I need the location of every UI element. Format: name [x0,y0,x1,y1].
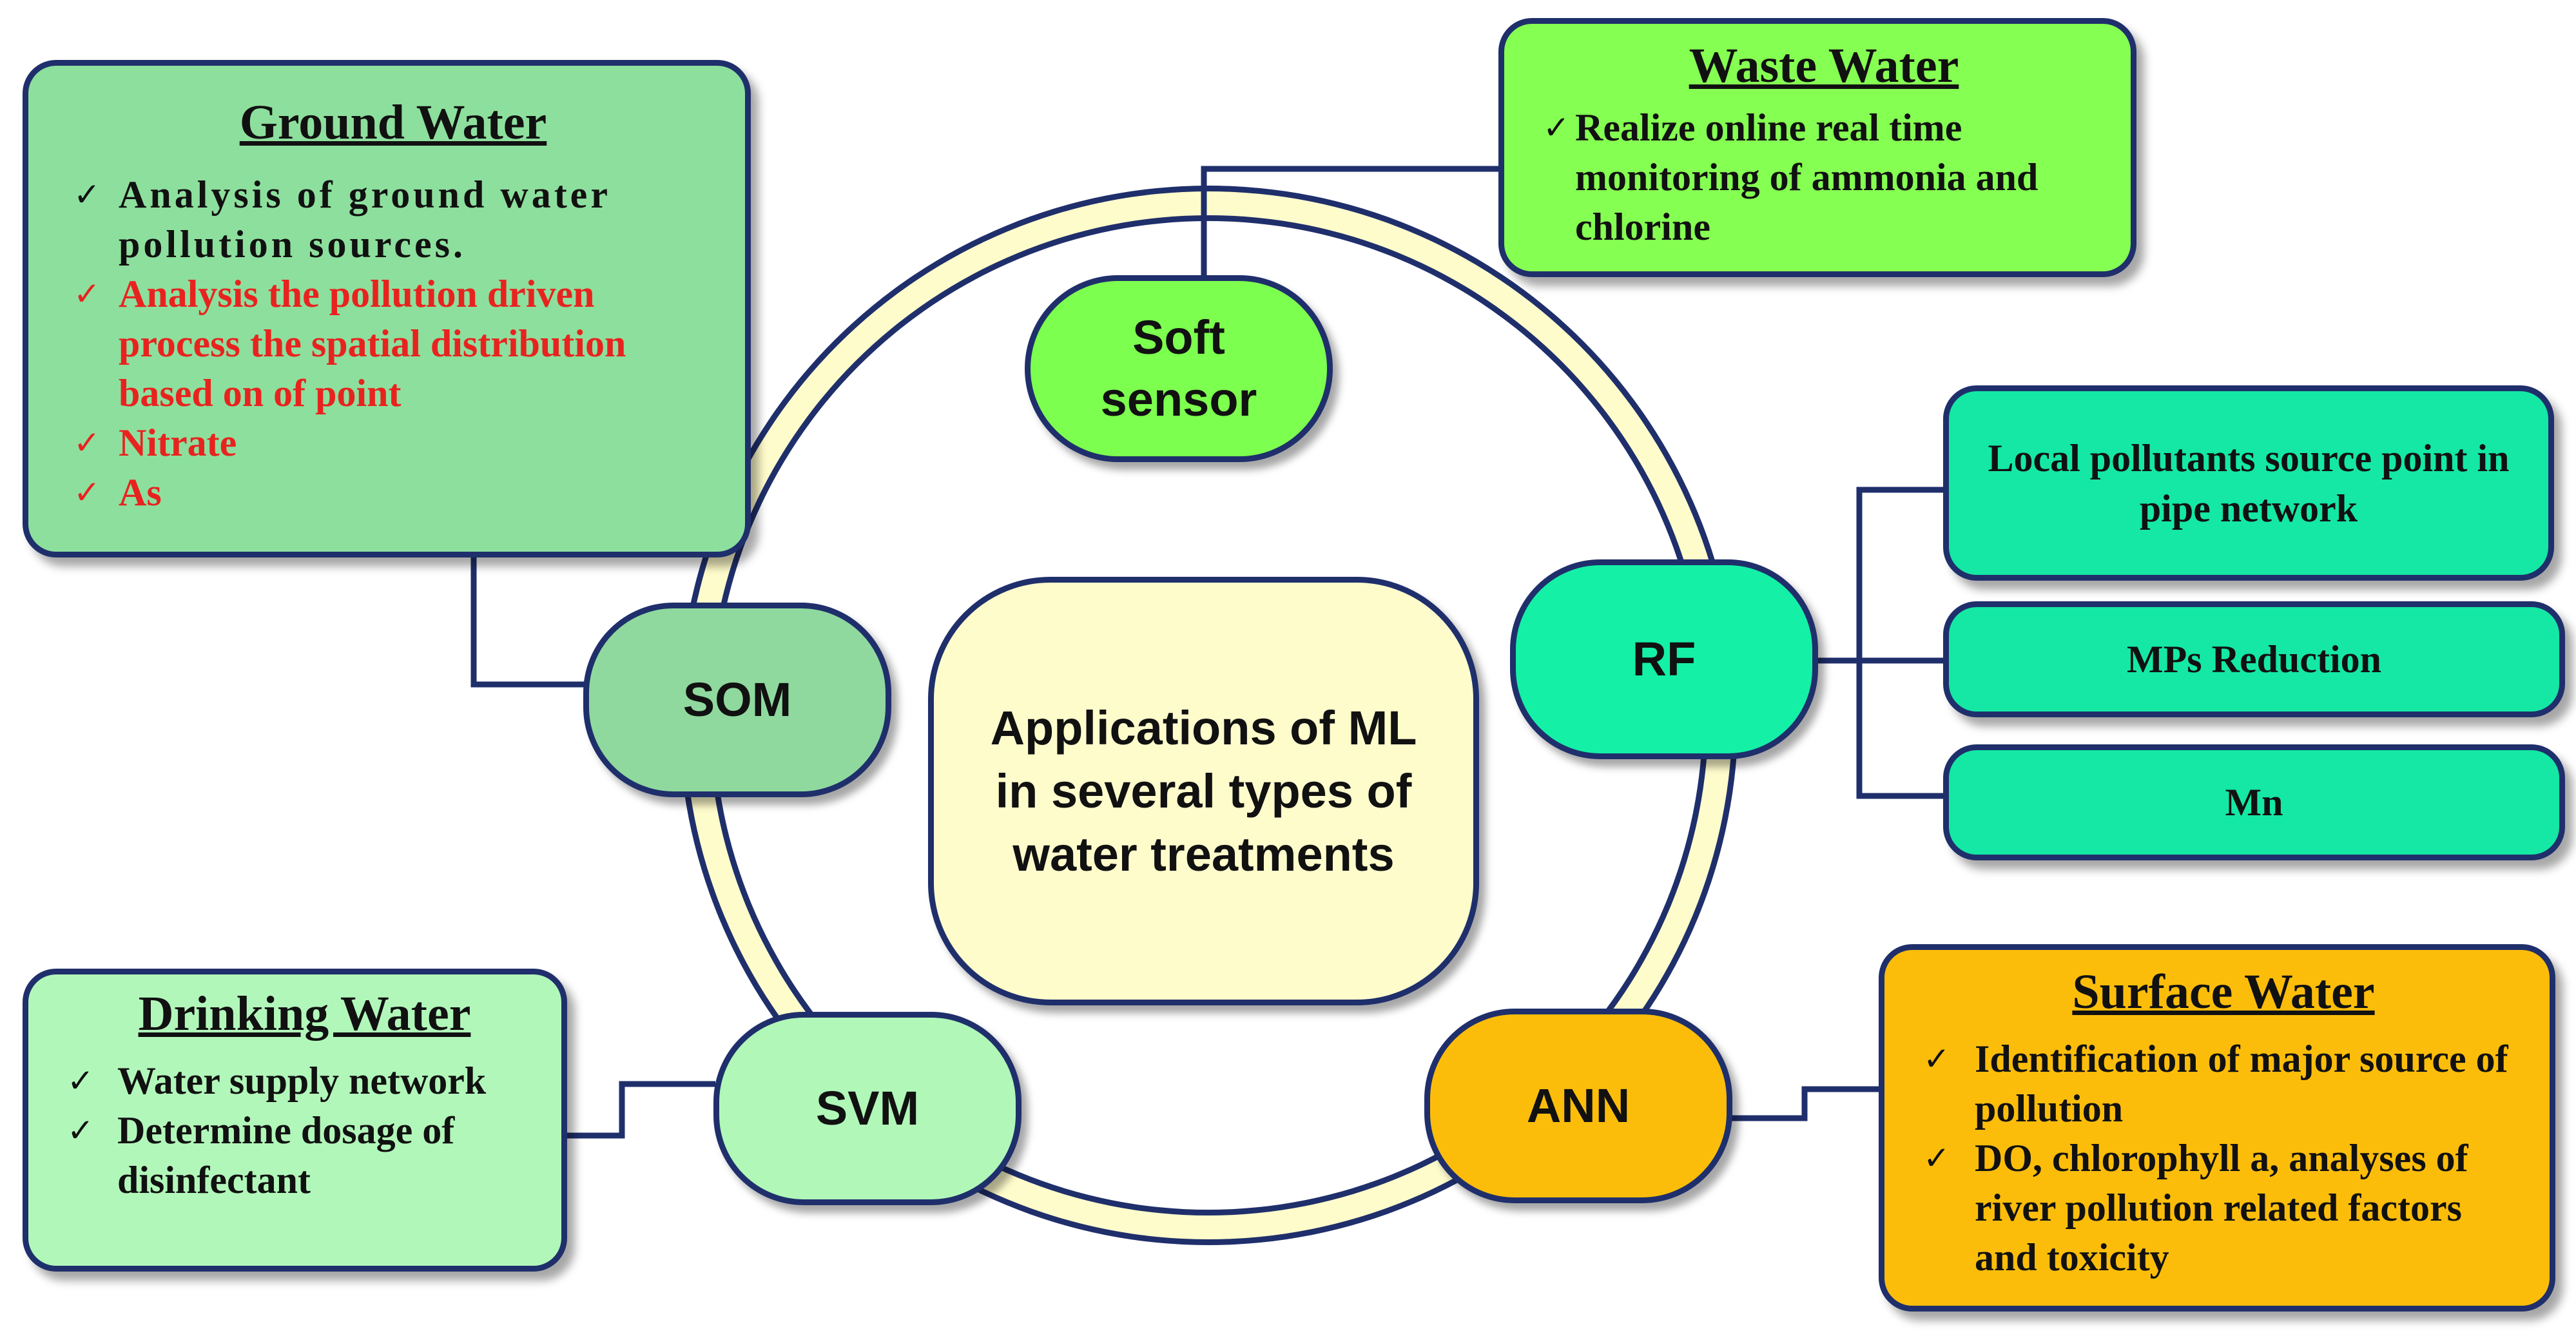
connector-soft-sensor-waste-water [1201,166,1502,277]
drinking-water-title: Drinking Water [138,987,471,1041]
node-rf: RF [1510,559,1818,759]
drinking-water-item-0: Water supply network [67,1056,542,1106]
ground-water-box: Ground Water Analysis of ground water po… [23,60,751,557]
rf-box-mn: Mn [1943,744,2565,860]
node-svm: SVM [713,1012,1022,1205]
connector-ann-surface-water [1730,1086,1879,1121]
surface-water-title: Surface Water [2072,965,2375,1019]
waste-water-title: Waste Water [1689,39,1959,93]
surface-water-item-0: Identification of major source of pollut… [1923,1034,2524,1134]
surface-water-box: Surface Water Identification of major so… [1879,944,2555,1312]
surface-water-item-1: DO, chlorophyll a, analyses of river pol… [1923,1134,2524,1283]
node-soft-sensor: Soft sensor [1025,275,1333,462]
ground-water-item-1: Analysis the pollution driven process th… [73,269,713,418]
center-title-box: Applications of ML in several types of w… [928,577,1479,1005]
surface-water-list: Identification of major source of pollut… [1923,1034,2524,1283]
ground-water-list: Analysis of ground water pollution sourc… [73,170,713,518]
drinking-water-list: Water supply network Determine dosage of… [67,1056,542,1205]
center-title: Applications of ML in several types of w… [990,701,1417,881]
node-ann: ANN [1424,1009,1732,1203]
connector-som-ground-water [470,556,590,688]
waste-water-list: Realize online real time monitoring of a… [1543,103,2105,252]
drinking-water-item-1: Determine dosage of disinfectant [67,1106,542,1205]
ground-water-title: Ground Water [239,95,547,150]
waste-water-box: Waste Water Realize online real time mon… [1498,18,2136,277]
drinking-water-box: Drinking Water Water supply network Dete… [23,969,567,1272]
waste-water-item-0: Realize online real time monitoring of a… [1543,103,2105,252]
connector-svm-drinking-water [567,1081,715,1139]
rf-box-mps-reduction: MPs Reduction [1943,601,2565,717]
ground-water-item-2: Nitrate [73,418,713,468]
rf-box-pipe-network: Local pollutants source point in pipe ne… [1943,385,2554,581]
node-som: SOM [583,603,891,797]
ground-water-item-0: Analysis of ground water pollution sourc… [73,170,713,269]
ground-water-item-3: As [73,468,713,518]
connector-rf-branches [1856,487,1943,799]
